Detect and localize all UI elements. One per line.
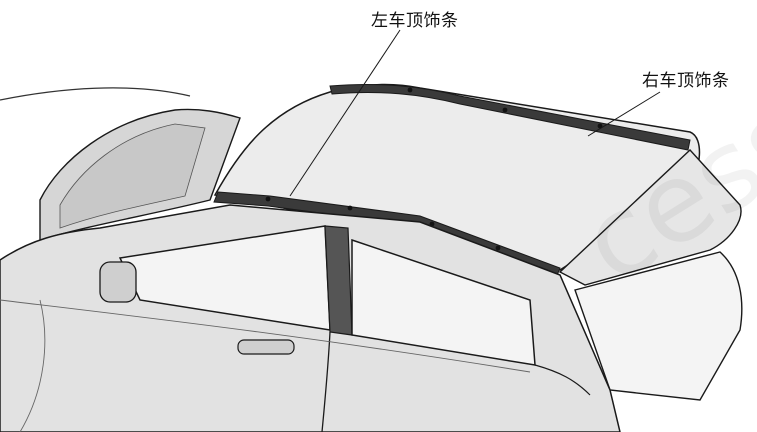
right-molding-leader-line — [587, 91, 661, 137]
front-door-edge — [534, 364, 591, 396]
left-molding-leader-line — [289, 29, 401, 197]
door-split-line — [321, 331, 331, 432]
rear-door-handle — [237, 339, 295, 355]
molding-clips — [265, 87, 603, 251]
shoulder-crease — [0, 299, 531, 373]
rear-fender-line — [19, 299, 46, 432]
rear-windshield-inner — [59, 123, 206, 229]
right-roof-molding-strip — [329, 83, 691, 151]
right-roof-molding-label: 右车顶饰条 — [642, 71, 730, 91]
front-windshield-glass — [574, 251, 743, 401]
left-roof-molding-label: 左车顶饰条 — [371, 11, 459, 31]
front-windshield — [558, 149, 742, 286]
hood-line — [0, 87, 191, 101]
mirror-housing — [99, 261, 137, 303]
b-pillar — [324, 225, 353, 336]
